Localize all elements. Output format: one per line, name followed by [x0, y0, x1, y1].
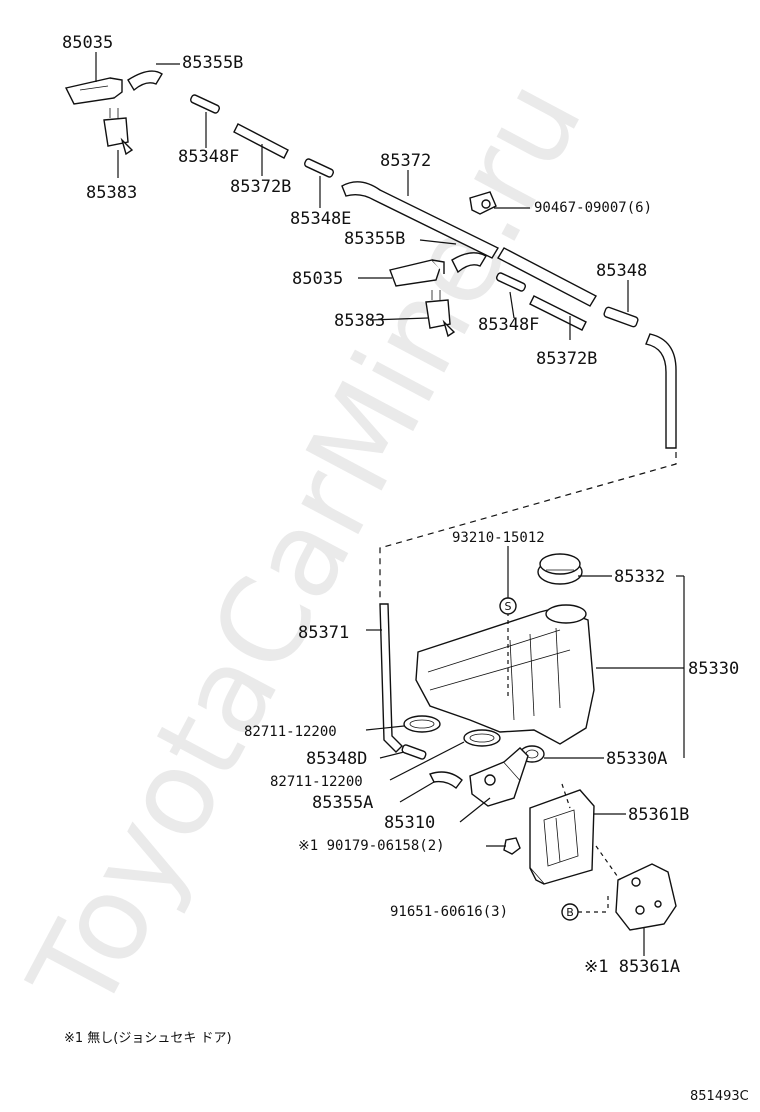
label-85348f-mid[interactable]: 85348F: [478, 315, 539, 335]
footnote: ※1 無し(ジョシュセキ ドア): [64, 1031, 232, 1046]
label-82711-b[interactable]: 82711-12200: [270, 774, 363, 790]
label-85361b[interactable]: 85361B: [628, 805, 689, 825]
label-85330a[interactable]: 85330A: [606, 749, 667, 769]
label-93210[interactable]: 93210-15012: [452, 530, 545, 546]
joint-85348[interactable]: [603, 306, 639, 328]
joint-mid[interactable]: [496, 272, 527, 292]
label-85310[interactable]: 85310: [384, 813, 435, 833]
hose-short-top[interactable]: [233, 123, 289, 159]
nozzle-clip-top[interactable]: [103, 108, 134, 156]
label-85355b-top[interactable]: 85355B: [182, 53, 243, 73]
hose-85355A[interactable]: [429, 771, 463, 789]
label-85355b-mid[interactable]: 85355B: [344, 229, 405, 249]
hose-clamp-lower[interactable]: [463, 729, 501, 747]
bracket-85361A[interactable]: [615, 863, 677, 931]
label-85348d[interactable]: 85348D: [306, 749, 367, 769]
hose-vertical[interactable]: [645, 333, 677, 449]
label-85371[interactable]: 85371: [298, 623, 349, 643]
label-85330[interactable]: 85330: [688, 659, 739, 679]
label-85348e[interactable]: 85348E: [290, 209, 351, 229]
hose-elbow-top[interactable]: [127, 70, 163, 92]
hose-short-mid[interactable]: [529, 295, 587, 331]
washer-nozzle-top[interactable]: [64, 77, 123, 105]
bracket-85361B[interactable]: [529, 789, 595, 885]
label-85383-mid[interactable]: 85383: [334, 311, 385, 331]
washer-nozzle-mid[interactable]: [389, 259, 445, 287]
label-85348[interactable]: 85348: [596, 261, 647, 281]
hose-clamp-upper[interactable]: [403, 715, 441, 733]
label-85361a[interactable]: ※1 85361A: [584, 957, 680, 977]
label-85355a[interactable]: 85355A: [312, 793, 373, 813]
screw-symbol-letter: S: [505, 600, 512, 613]
label-90467[interactable]: 90467-09007(6): [534, 200, 652, 216]
label-85332[interactable]: 85332: [614, 567, 665, 587]
label-85035-top[interactable]: 85035: [62, 33, 113, 53]
label-85372b-top[interactable]: 85372B: [230, 177, 291, 197]
nozzle-clip-mid[interactable]: [425, 290, 456, 338]
leader-lines: [95, 52, 685, 956]
label-90179[interactable]: ※1 90179-06158(2): [298, 838, 445, 854]
diagram-code: 851493C: [690, 1089, 749, 1104]
watermark: ToyotaCarMine.ru: [2, 58, 608, 1034]
joint-e[interactable]: [304, 158, 335, 178]
screw-symbol: S: [499, 597, 517, 615]
washer-tank[interactable]: [415, 604, 595, 745]
label-85372[interactable]: 85372: [380, 151, 431, 171]
bolt-symbol-letter: B: [566, 906, 574, 919]
nut-90179[interactable]: [503, 837, 521, 855]
joint-top[interactable]: [190, 94, 221, 114]
hose-elbow-mid[interactable]: [451, 252, 487, 274]
label-91651[interactable]: 91651-60616(3): [390, 904, 508, 920]
label-85035-mid[interactable]: 85035: [292, 269, 343, 289]
tank-hose-85371[interactable]: [379, 603, 403, 753]
label-82711-a[interactable]: 82711-12200: [244, 724, 337, 740]
label-85372b-mid[interactable]: 85372B: [536, 349, 597, 369]
washer-pump[interactable]: [469, 747, 529, 807]
bolt-symbol: B: [561, 903, 579, 921]
tank-cap[interactable]: [537, 553, 583, 585]
clamp-90467[interactable]: [469, 191, 497, 215]
main-hose[interactable]: [341, 181, 597, 307]
label-85348f-top[interactable]: 85348F: [178, 147, 239, 167]
label-85383-top[interactable]: 85383: [86, 183, 137, 203]
joint-85348D[interactable]: [401, 744, 427, 760]
